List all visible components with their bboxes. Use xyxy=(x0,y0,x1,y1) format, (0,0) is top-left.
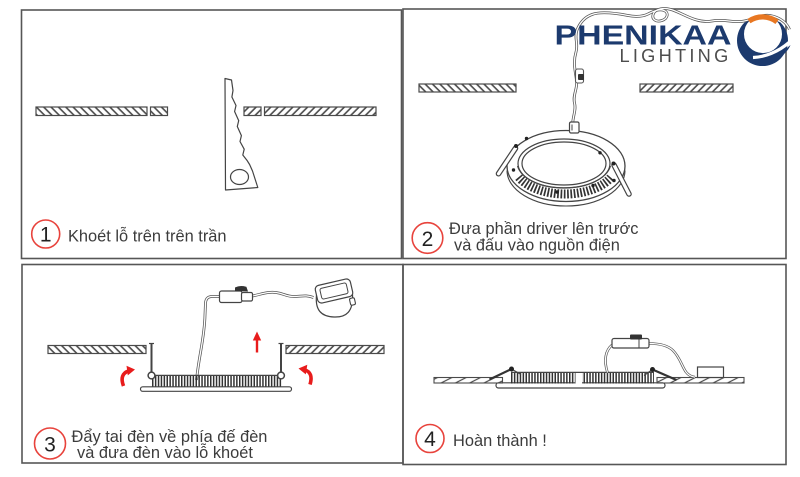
svg-text:và đưa đèn vào lỗ khoét: và đưa đèn vào lỗ khoét xyxy=(77,443,253,462)
svg-text:Khoét lỗ trên trên trần: Khoét lỗ trên trên trần xyxy=(68,227,227,246)
svg-text:LIGHTING: LIGHTING xyxy=(620,46,732,66)
svg-text:4: 4 xyxy=(424,428,436,451)
svg-text:Đưa phần driver lên trước: Đưa phần driver lên trước xyxy=(449,220,638,238)
svg-text:3: 3 xyxy=(44,434,56,457)
svg-text:1: 1 xyxy=(40,224,52,247)
svg-text:2: 2 xyxy=(422,228,434,251)
svg-text:Đẩy tai đèn về phía đế đèn: Đẩy tai đèn về phía đế đèn xyxy=(72,428,268,446)
svg-text:PHENIKAA: PHENIKAA xyxy=(555,20,732,51)
svg-text:và đấu vào nguồn điện: và đấu vào nguồn điện xyxy=(454,237,620,255)
svg-text:Hoàn thành !: Hoàn thành ! xyxy=(453,432,547,450)
